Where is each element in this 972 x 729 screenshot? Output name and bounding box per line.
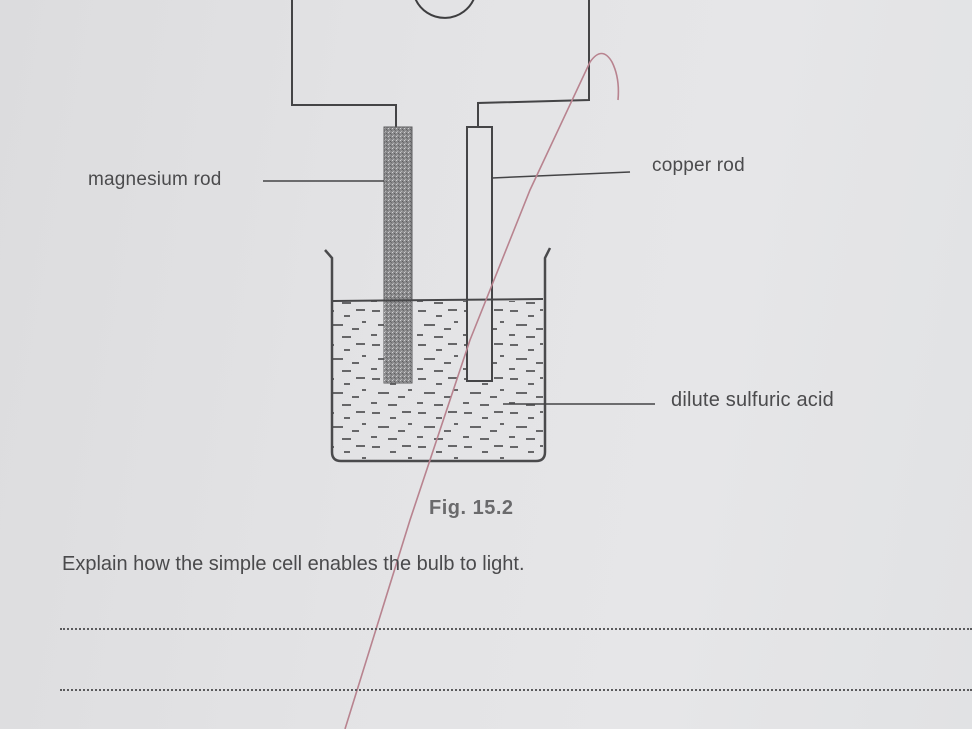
bulb-icon	[414, 0, 475, 19]
dilute-sulfuric-acid	[333, 301, 543, 459]
magnesium-rod-label: magnesium rod	[88, 169, 222, 190]
figure-caption: Fig. 15.2	[429, 497, 514, 519]
answer-line-1[interactable]	[60, 628, 972, 630]
beaker	[324, 247, 552, 463]
answer-line-2[interactable]	[60, 689, 972, 691]
wire-right	[477, 0, 590, 127]
liquid-surface	[332, 298, 544, 302]
wire-left	[291, 0, 397, 128]
pen-mark	[344, 52, 620, 729]
question-text: Explain how the simple cell enables the …	[62, 553, 525, 575]
copper-rod-label: copper rod	[652, 155, 745, 176]
acid-label: dilute sulfuric acid	[671, 389, 834, 411]
copper-leader-line	[491, 171, 631, 179]
